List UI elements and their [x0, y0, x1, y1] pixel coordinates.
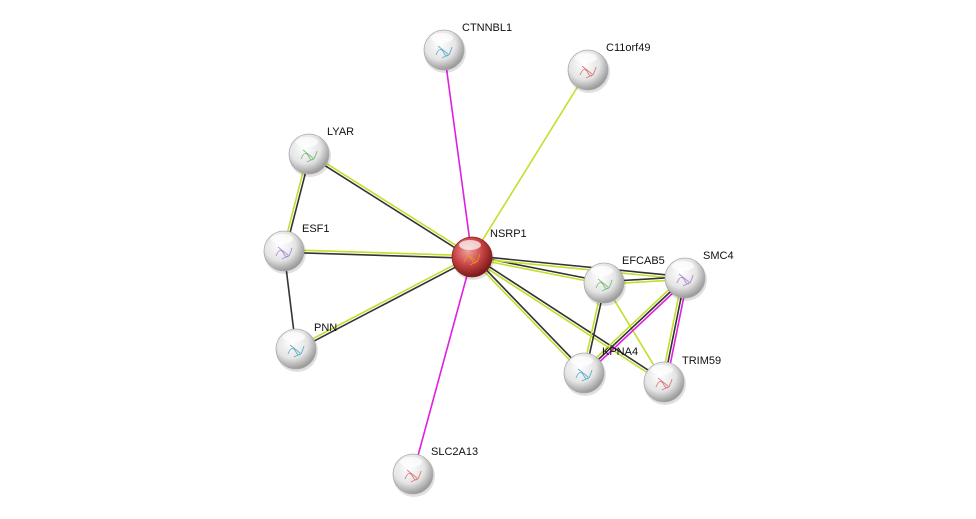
node-label: PNN — [314, 322, 337, 334]
protein-structure-icon — [287, 344, 305, 358]
edge-NSRP1-CTNNBL1[interactable] — [443, 49, 473, 258]
node-highlight — [296, 137, 318, 147]
protein-structure-icon — [655, 377, 673, 391]
edge-NSRP1-SLC2A13[interactable] — [412, 256, 473, 475]
node-highlight — [271, 234, 293, 244]
node-C11orf49[interactable]: C11orf49 — [567, 42, 650, 93]
coexpression-evidence-line — [472, 255, 586, 373]
edge-NSRP1-PNN[interactable] — [295, 255, 473, 351]
node-NSRP1[interactable]: NSRP1 — [451, 228, 527, 280]
node-label: LYAR — [327, 126, 354, 138]
node-highlight — [431, 33, 453, 43]
edge-NSRP1-ESF1[interactable] — [283, 248, 473, 260]
protein-structure-icon — [575, 368, 593, 382]
edge-NSRP1-TRIM59[interactable] — [470, 255, 666, 384]
node-label: ESF1 — [302, 223, 330, 235]
node-highlight — [575, 53, 597, 63]
protein-structure-icon — [463, 252, 481, 266]
node-PNN[interactable]: PNN — [275, 322, 337, 372]
textmining-evidence-line — [295, 255, 472, 349]
protein-structure-icon — [300, 149, 318, 163]
coexpression-evidence-line — [472, 254, 686, 278]
node-SMC4[interactable]: SMC4 — [664, 250, 734, 301]
node-label: EFCAB5 — [622, 255, 665, 267]
coexpression-evidence-line — [283, 251, 472, 260]
node-SLC2A13[interactable]: SLC2A13 — [392, 446, 478, 497]
textmining-evidence-line — [471, 257, 685, 281]
edge-SMC4-KPNA4[interactable] — [581, 275, 688, 376]
node-label: CTNNBL1 — [462, 22, 512, 34]
node-KPNA4[interactable]: KPNA4 — [563, 346, 638, 396]
node-highlight — [591, 266, 613, 276]
node-highlight — [672, 261, 694, 271]
node-highlight — [283, 332, 305, 342]
node-label: KPNA4 — [602, 346, 638, 358]
protein-structure-icon — [404, 469, 422, 483]
protein-structure-icon — [676, 273, 694, 287]
experiments-evidence-line — [443, 49, 473, 258]
textmining-evidence-line — [309, 152, 474, 257]
node-LYAR[interactable]: LYAR — [288, 126, 354, 177]
textmining-evidence-line — [581, 275, 684, 372]
node-label: SMC4 — [703, 250, 734, 262]
textmining-evidence-line — [284, 248, 473, 257]
protein-structure-icon — [579, 65, 597, 79]
node-label: NSRP1 — [490, 228, 527, 240]
edge-NSRP1-C11orf49[interactable] — [471, 69, 589, 258]
node-highlight — [651, 365, 673, 375]
textmining-evidence-line — [470, 257, 584, 375]
coexpression-evidence-line — [307, 154, 472, 259]
protein-structure-icon — [435, 45, 453, 59]
textmining-evidence-line — [471, 257, 604, 286]
protein-structure-icon — [595, 278, 613, 292]
node-label: SLC2A13 — [431, 446, 478, 458]
experiments-evidence-line — [585, 279, 688, 376]
edge-NSRP1-KPNA4[interactable] — [470, 255, 586, 375]
coexpression-evidence-line — [472, 255, 666, 382]
edge-NSRP1-LYAR[interactable] — [307, 152, 474, 259]
node-highlight — [459, 240, 481, 250]
coexpression-evidence-line — [296, 257, 473, 351]
edge-NSRP1-SMC4[interactable] — [471, 254, 686, 281]
node-highlight — [571, 356, 593, 366]
protein-structure-icon — [275, 246, 293, 260]
node-TRIM59[interactable]: TRIM59 — [643, 355, 721, 405]
node-highlight — [400, 457, 422, 467]
textmining-evidence-line — [471, 69, 589, 258]
node-CTNNBL1[interactable]: CTNNBL1 — [423, 22, 512, 73]
coexpression-evidence-line — [583, 277, 686, 374]
node-ESF1[interactable]: ESF1 — [263, 223, 330, 274]
textmining-evidence-line — [470, 257, 664, 384]
experiments-evidence-line — [412, 256, 473, 475]
node-label: TRIM59 — [682, 355, 721, 367]
node-EFCAB5[interactable]: EFCAB5 — [583, 255, 665, 306]
node-label: C11orf49 — [606, 42, 650, 54]
